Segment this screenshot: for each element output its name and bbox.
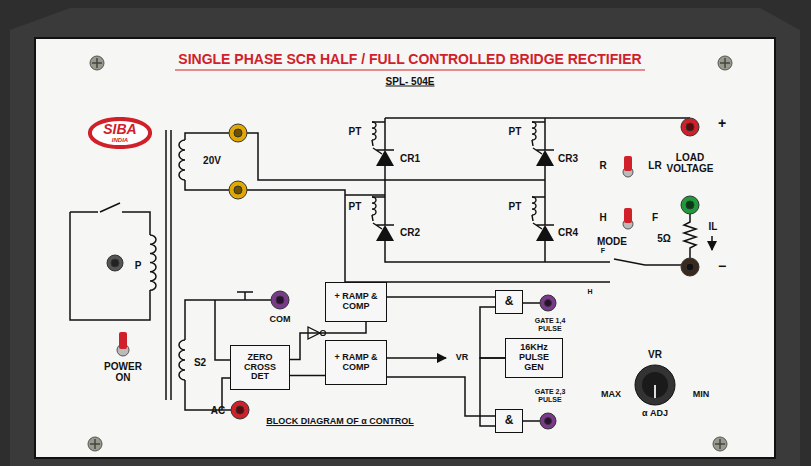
panel-title: SINGLE PHASE SCR HALF / FULL CONTROLLED …	[178, 52, 641, 67]
resistor-value: 5Ω	[657, 233, 671, 244]
signal-wire	[387, 377, 495, 416]
terminal-name: COM	[270, 315, 291, 325]
terminal-name: AC	[211, 405, 225, 416]
switch-contact: F	[601, 247, 605, 255]
logo-text: INDIA	[112, 137, 128, 144]
box-label: &	[505, 295, 514, 308]
zero-cross-detector-box: ZERO CROSS DET	[230, 345, 290, 390]
transformer-name: PT	[509, 201, 522, 212]
winding-name: P	[135, 260, 142, 271]
box-label: &	[505, 414, 514, 427]
box-label: ZERO CROSS DET	[234, 353, 286, 383]
logo-outline	[90, 119, 150, 147]
thyristor-name: CR3	[558, 153, 578, 164]
thyristor-name: CR4	[558, 227, 578, 238]
box-label: + RAMP & COMP	[329, 292, 383, 312]
transformer-name: PT	[349, 126, 362, 137]
switch-position: LR	[648, 160, 661, 171]
knob-name: α ADJ	[642, 409, 668, 419]
switch-contact: H	[587, 288, 592, 296]
block-diagram-heading: BLOCK DIAGRAM OF α CONTROL	[266, 417, 414, 427]
terminal-name: LOAD VOLTAGE	[659, 152, 721, 174]
knob-limit: MIN	[693, 390, 710, 400]
signal-wire	[290, 375, 325, 377]
signal-name: VR	[456, 353, 469, 363]
terminal-name: GATE 2,3 PULSE	[532, 388, 568, 403]
thyristor-name: CR1	[400, 153, 420, 164]
polarity-sign: −	[718, 259, 726, 274]
polarity-sign: +	[718, 116, 726, 131]
logo-text: SIBA	[103, 122, 136, 137]
transformer-name: PT	[509, 126, 522, 137]
model-number: SPL- 504E	[386, 76, 435, 87]
transformer-name: PT	[349, 201, 362, 212]
pulse-generator-box: 16KHz PULSE GEN	[505, 338, 563, 378]
signal-wire	[387, 296, 495, 298]
switch-position: H	[599, 212, 606, 223]
voltage-rating: 20V	[203, 155, 221, 166]
switch-name: POWER ON	[101, 361, 145, 383]
box-label: 16KHz PULSE GEN	[509, 343, 559, 373]
switch-position: F	[652, 212, 658, 223]
thyristor-name: CR2	[400, 227, 420, 238]
brand-logo: SIBAINDIA	[88, 117, 152, 149]
current-name: IL	[709, 221, 718, 232]
and-gate-box: &	[495, 409, 523, 433]
knob-name: VR	[648, 349, 662, 360]
knob-limit: MAX	[601, 390, 621, 400]
signal-wire	[480, 307, 505, 358]
and-gate-box: &	[495, 290, 523, 314]
box-label: + RAMP & COMP	[329, 353, 383, 373]
ramp-comparator-box: + RAMP & COMP	[325, 282, 387, 322]
terminal-name: GATE 1,4 PULSE	[532, 317, 568, 332]
winding-name: S2	[194, 357, 206, 368]
switch-position: R	[599, 160, 606, 171]
ramp-comparator-box: + RAMP & COMP	[325, 340, 387, 385]
switch-name: MODE	[597, 236, 627, 247]
